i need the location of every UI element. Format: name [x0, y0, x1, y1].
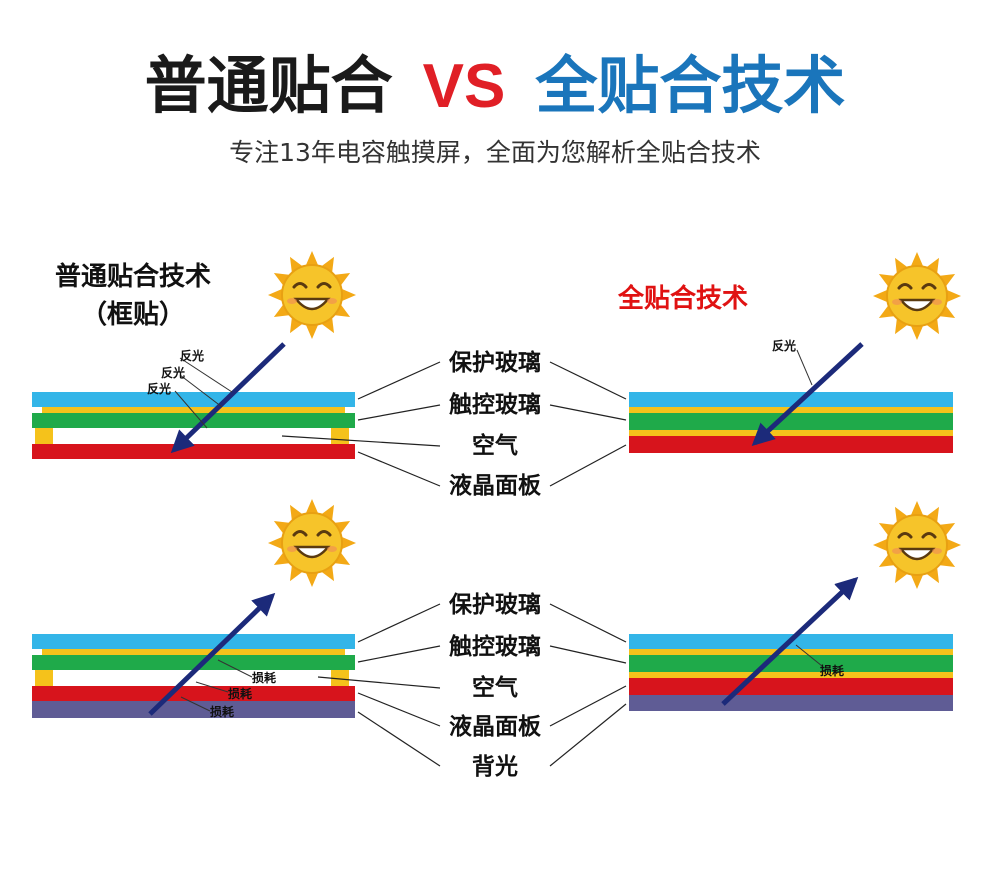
label-backlight: 背光: [472, 754, 518, 780]
loss-label: 损耗: [820, 664, 845, 678]
label-touch-glass: 触控玻璃: [449, 634, 541, 660]
left-section-title: 普通贴合技术 （框贴）: [28, 258, 238, 334]
main-title: 普通贴合 VS 全贴合技术: [0, 48, 990, 125]
smiling-sun-icon: [871, 250, 963, 342]
label-lcd-panel: 液晶面板: [449, 473, 541, 499]
adhesive-layer: [629, 672, 953, 678]
subtitle: 专注13年电容触摸屏，全面为您解析全贴合技术: [229, 138, 761, 167]
frame-tape-right: [331, 428, 349, 444]
reflect-leader: [796, 349, 813, 386]
emitted-light-arrow-icon: [721, 576, 859, 706]
frame-tape-right: [331, 670, 349, 686]
title-part-vs: VS: [422, 52, 506, 121]
adhesive-layer: [629, 430, 953, 436]
backlight-layer: [32, 701, 355, 718]
loss-leader: [795, 644, 823, 667]
left-title-line2: （框贴）: [80, 300, 185, 330]
loss-leader: [180, 696, 211, 712]
reflect-label: 反光: [161, 366, 186, 380]
adhesive-layer: [42, 649, 345, 655]
reflect-leader: [179, 357, 233, 393]
smiling-sun-icon: [871, 499, 963, 591]
title-part-full: 全贴合技术: [535, 49, 846, 122]
emitted-light-arrow-icon: [148, 592, 276, 716]
label-touch-glass: 触控玻璃: [449, 392, 541, 418]
full-stack-bottom: [629, 576, 953, 711]
normal-stack-bottom: [32, 592, 355, 718]
smiling-sun-icon: [266, 497, 358, 589]
incident-light-arrow-icon: [170, 342, 286, 454]
protective-glass-layer: [629, 392, 953, 407]
lcd-panel-layer: [629, 678, 953, 695]
lcd-panel-layer: [32, 444, 355, 459]
frame-tape-left: [35, 428, 53, 444]
bottom-leader-lines: [317, 603, 627, 767]
adhesive-layer: [42, 407, 345, 413]
top-leader-lines: [281, 361, 627, 487]
reflect-label: 反光: [147, 382, 172, 396]
smiling-sun-icon: [266, 249, 358, 341]
protective-glass-layer: [32, 392, 355, 407]
title-part-normal: 普通贴合: [144, 49, 393, 122]
touch-glass-layer: [32, 655, 355, 670]
label-air: 空气: [472, 675, 518, 701]
loss-label: 损耗: [252, 671, 277, 685]
touch-glass-layer: [32, 413, 355, 428]
right-section-title: 全贴合技术: [618, 284, 749, 314]
reflect-leader: [174, 390, 208, 429]
touch-glass-layer: [629, 413, 953, 430]
touch-glass-layer: [629, 655, 953, 672]
loss-leader: [195, 681, 229, 693]
normal-stack-top: [32, 342, 355, 459]
backlight-layer: [629, 695, 953, 711]
loss-label: 损耗: [228, 687, 253, 701]
reflect-label: 反光: [180, 349, 205, 363]
protective-glass-layer: [32, 634, 355, 649]
frame-tape-left: [35, 670, 53, 686]
loss-leader: [217, 659, 253, 678]
lcd-panel-layer: [32, 686, 355, 701]
label-lcd-panel: 液晶面板: [449, 714, 541, 740]
full-stack-top: [629, 342, 953, 453]
label-protective-glass: 保护玻璃: [449, 350, 541, 376]
lcd-panel-layer: [629, 436, 953, 453]
reflect-leader: [179, 374, 223, 408]
label-protective-glass: 保护玻璃: [449, 592, 541, 618]
reflect-label: 反光: [772, 339, 797, 353]
adhesive-layer: [629, 649, 953, 655]
label-air: 空气: [472, 433, 518, 459]
incident-light-arrow-icon: [751, 342, 864, 447]
left-title-line1: 普通贴合技术: [54, 262, 211, 292]
loss-label: 损耗: [210, 705, 235, 719]
